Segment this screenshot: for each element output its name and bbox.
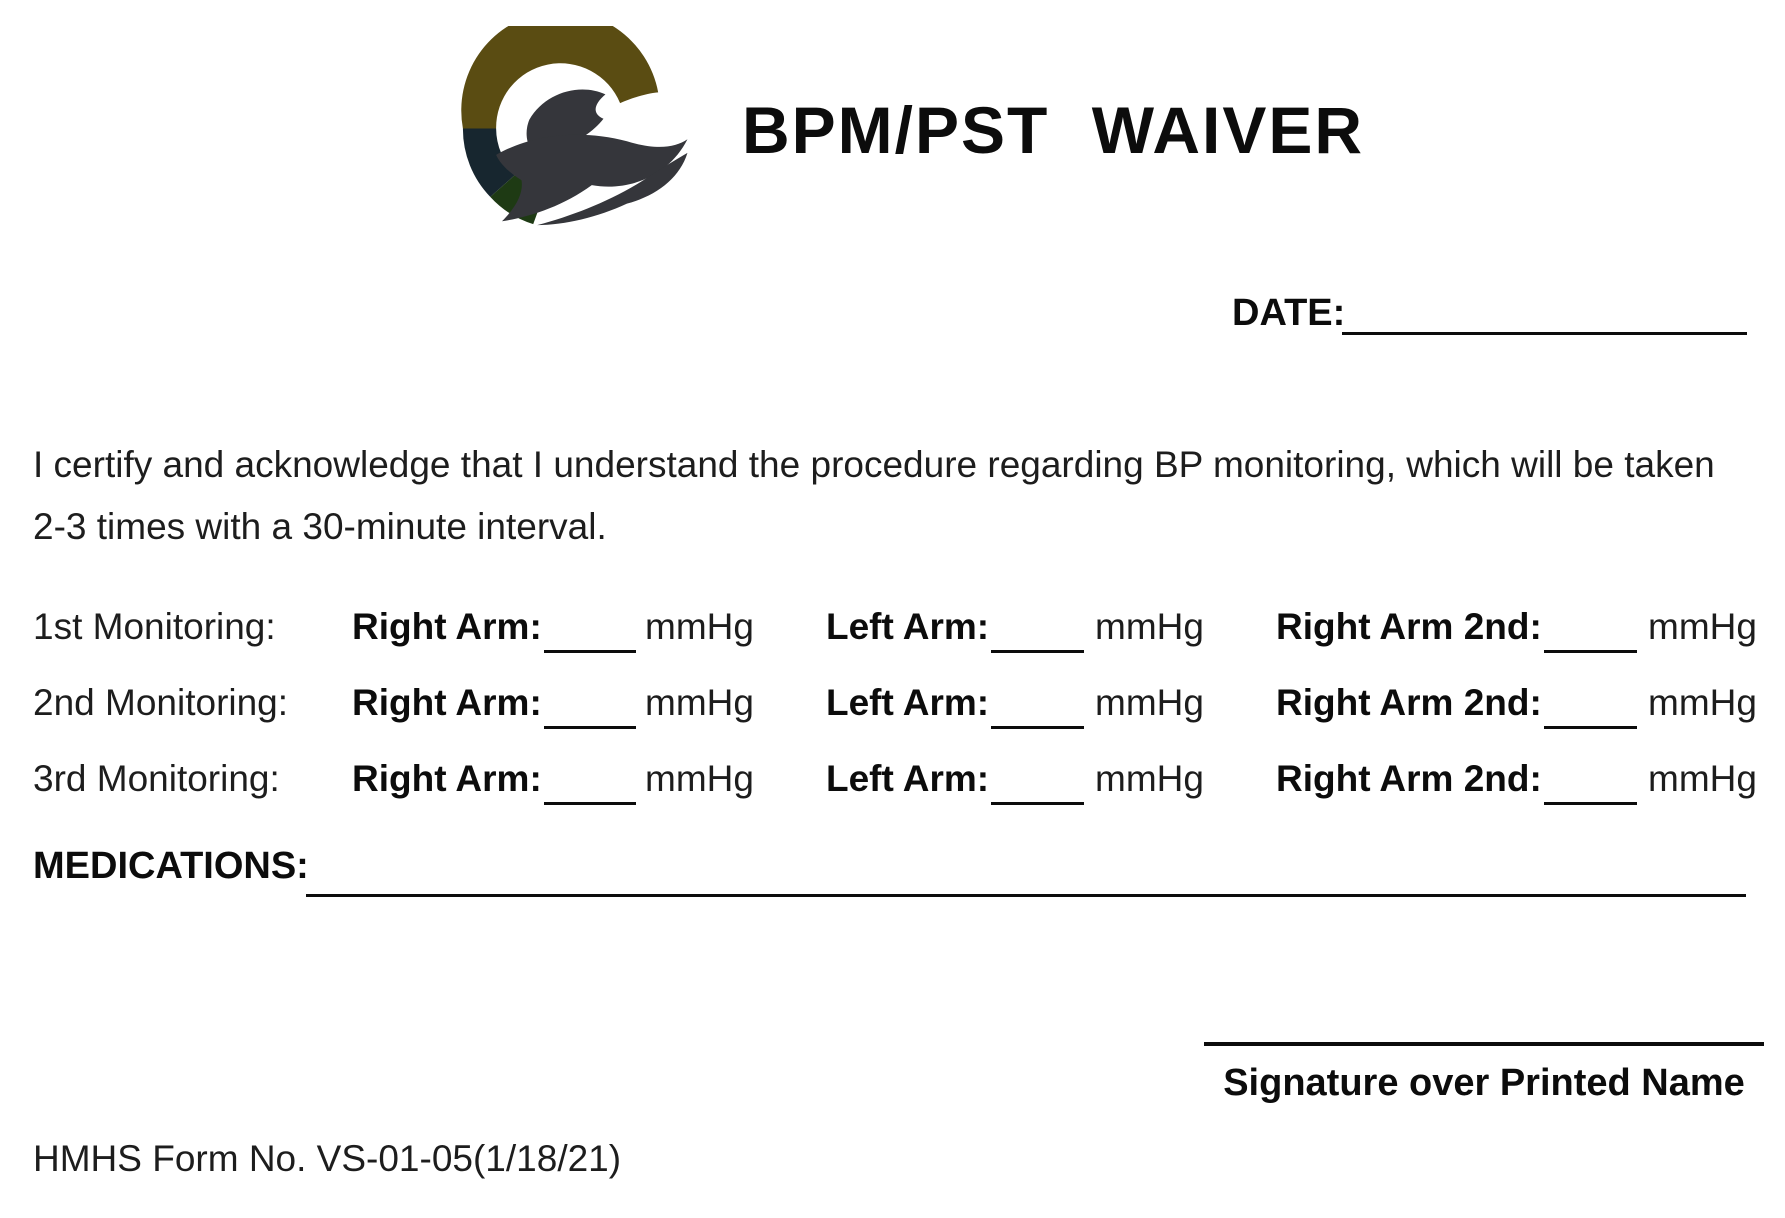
- mmhg-unit-label: mmHg: [1095, 606, 1204, 647]
- logo-charcoal-tail: [537, 152, 688, 226]
- monitoring-row-2: 2nd Monitoring: Right Arm: mmHg Left Arm…: [0, 682, 1785, 734]
- right-arm-blank-1: [544, 606, 636, 653]
- right-arm-label: Right Arm:: [352, 606, 542, 647]
- left-arm-blank-3: [991, 758, 1084, 805]
- mmhg-unit-label: mmHg: [1095, 758, 1204, 799]
- left-arm-label: Left Arm:: [826, 606, 990, 647]
- monitoring-row-label: 3rd Monitoring:: [33, 758, 280, 799]
- monitoring-row-3: 3rd Monitoring: Right Arm: mmHg Left Arm…: [0, 758, 1785, 810]
- left-arm-blank-1: [991, 606, 1084, 653]
- right-arm-label: Right Arm:: [352, 682, 542, 723]
- logo-charcoal-head: [526, 89, 606, 152]
- mmhg-unit-label: mmHg: [1648, 758, 1757, 799]
- left-arm-blank-2: [991, 682, 1084, 729]
- mmhg-unit-label: mmHg: [1648, 682, 1757, 723]
- right-arm-2nd-label: Right Arm 2nd:: [1276, 606, 1542, 647]
- mmhg-unit-label: mmHg: [645, 682, 754, 723]
- right-arm-blank-3: [544, 758, 636, 805]
- date-blank-line: [1342, 300, 1747, 335]
- date-label: DATE:: [1232, 292, 1346, 334]
- page-title: BPM/PST WAIVER: [742, 93, 1365, 167]
- monitoring-row-label: 1st Monitoring:: [33, 606, 276, 647]
- right-arm-2nd-blank-2: [1544, 682, 1637, 729]
- medications-blank-line: [306, 852, 1746, 897]
- mmhg-unit-label: mmHg: [1648, 606, 1757, 647]
- monitoring-row-1: 1st Monitoring: Right Arm: mmHg Left Arm…: [0, 606, 1785, 658]
- right-arm-label: Right Arm:: [352, 758, 542, 799]
- right-arm-blank-2: [544, 682, 636, 729]
- monitoring-row-label: 2nd Monitoring:: [33, 682, 289, 723]
- right-arm-2nd-label: Right Arm 2nd:: [1276, 758, 1542, 799]
- mmhg-unit-label: mmHg: [1095, 682, 1204, 723]
- swoosh-logo-icon: [461, 26, 688, 226]
- left-arm-label: Left Arm:: [826, 758, 990, 799]
- signature-blank-line: [1204, 1000, 1764, 1046]
- right-arm-2nd-label: Right Arm 2nd:: [1276, 682, 1542, 723]
- mmhg-unit-label: mmHg: [645, 758, 754, 799]
- mmhg-unit-label: mmHg: [645, 606, 754, 647]
- right-arm-2nd-blank-1: [1544, 606, 1637, 653]
- certification-statement: I certify and acknowledge that I underst…: [33, 444, 1715, 547]
- logo-olive-arc: [461, 26, 659, 129]
- logo-charcoal-body: [496, 134, 688, 222]
- medications-label: MEDICATIONS:: [33, 845, 309, 887]
- left-arm-label: Left Arm:: [826, 682, 990, 723]
- signature-caption: Signature over Printed Name: [1223, 1062, 1745, 1104]
- form-number: HMHS Form No. VS-01-05(1/18/21): [33, 1138, 622, 1179]
- right-arm-2nd-blank-3: [1544, 758, 1637, 805]
- logo-navy-arc: [462, 128, 516, 197]
